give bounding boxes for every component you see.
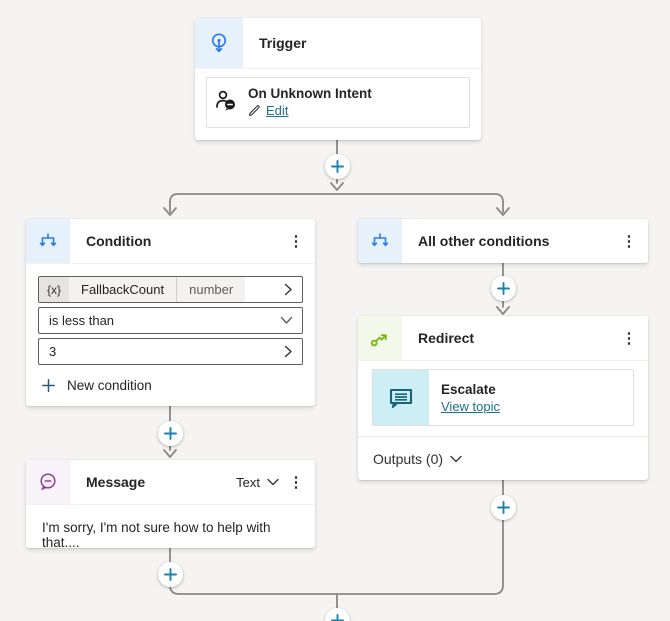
chevron-down-icon <box>280 316 293 325</box>
topic-chat-icon <box>373 370 429 425</box>
chevron-right-icon <box>284 283 293 296</box>
condition-body: {x} FallbackCount number is less than 3 <box>26 264 315 393</box>
branch-condition-icon <box>358 219 402 263</box>
view-topic-link[interactable]: View topic <box>441 399 501 414</box>
message-node[interactable]: Message Text ⋮ I'm sorry, I'm not sure h… <box>26 460 315 550</box>
condition-node-header: Condition ⋮ <box>26 219 315 264</box>
message-title: Message <box>86 474 146 490</box>
message-mode-select[interactable]: Text <box>236 475 279 490</box>
plus-icon <box>496 500 510 514</box>
message-body-text: I'm sorry, I'm not sure how to help with… <box>42 520 271 550</box>
arrowhead-right-branch <box>496 207 510 216</box>
add-node-button[interactable] <box>490 275 516 301</box>
redirect-title: Redirect <box>418 330 475 346</box>
more-options-icon[interactable]: ⋮ <box>288 474 304 491</box>
chevron-right-icon <box>284 345 293 358</box>
condition-variable-row[interactable]: {x} FallbackCount number <box>38 276 303 303</box>
topic-title: Escalate <box>441 382 496 397</box>
chevron-down-icon <box>450 455 462 462</box>
plus-icon <box>330 159 344 173</box>
trigger-title: Trigger <box>259 35 307 51</box>
plus-icon <box>163 567 177 581</box>
condition-operator-select[interactable]: is less than <box>38 307 303 334</box>
message-bubble-icon <box>26 460 70 504</box>
outputs-label: Outputs (0) <box>373 450 444 467</box>
plus-icon <box>496 281 510 295</box>
all-other-conditions-node[interactable]: All other conditions ⋮ <box>358 219 648 263</box>
variable-name: FallbackCount <box>69 277 177 302</box>
pencil-icon <box>248 105 260 117</box>
operator-value: is less than <box>49 313 115 328</box>
add-node-button[interactable] <box>490 494 516 520</box>
redirect-icon <box>358 316 402 360</box>
redirect-node[interactable]: Redirect ⋮ Escalate View topic Outputs (… <box>358 316 648 480</box>
all-other-conditions-title: All other conditions <box>418 233 550 249</box>
arrowhead-redirect <box>496 306 510 315</box>
redirect-node-header: Redirect ⋮ <box>358 316 648 361</box>
trigger-icon <box>195 18 243 68</box>
arrowhead-center <box>330 182 344 191</box>
person-chat-icon <box>213 88 239 117</box>
edit-link[interactable]: Edit <box>248 103 288 118</box>
condition-value: 3 <box>49 344 57 359</box>
add-node-button[interactable] <box>324 607 350 621</box>
chevron-down-icon <box>267 478 279 486</box>
arrowhead-message <box>163 449 177 458</box>
more-options-icon[interactable]: ⋮ <box>621 233 637 250</box>
trigger-node[interactable]: Trigger On Unknown Intent Edit <box>195 18 481 140</box>
message-mode-label: Text <box>236 474 260 490</box>
plus-icon <box>163 426 177 440</box>
more-options-icon[interactable]: ⋮ <box>621 330 637 347</box>
branch-rail <box>169 193 504 213</box>
branch-condition-icon <box>26 219 70 263</box>
add-node-button[interactable] <box>324 153 350 179</box>
message-node-header: Message Text ⋮ <box>26 460 315 505</box>
condition-value-row[interactable]: 3 <box>38 338 303 365</box>
new-condition-button[interactable]: New condition <box>42 378 303 393</box>
trigger-intent-card[interactable]: On Unknown Intent Edit <box>206 77 470 128</box>
plus-icon <box>330 613 344 621</box>
outputs-toggle[interactable]: Outputs (0) <box>358 436 648 480</box>
intent-title: On Unknown Intent <box>248 86 372 101</box>
condition-title: Condition <box>86 233 152 249</box>
variable-badge-icon: {x} <box>39 277 69 302</box>
edit-label: Edit <box>266 103 289 118</box>
condition-node[interactable]: Condition ⋮ {x} FallbackCount number is … <box>26 219 315 406</box>
arrowhead-left-branch <box>163 207 177 216</box>
trigger-node-header: Trigger <box>195 18 481 69</box>
add-node-button[interactable] <box>157 420 183 446</box>
plus-icon <box>42 379 55 392</box>
new-condition-label: New condition <box>67 378 152 393</box>
redirect-topic-card[interactable]: Escalate View topic <box>372 369 634 426</box>
all-other-conditions-header: All other conditions ⋮ <box>358 219 648 263</box>
variable-type: number <box>176 277 246 302</box>
more-options-icon[interactable]: ⋮ <box>288 233 304 250</box>
add-node-button[interactable] <box>157 561 183 587</box>
